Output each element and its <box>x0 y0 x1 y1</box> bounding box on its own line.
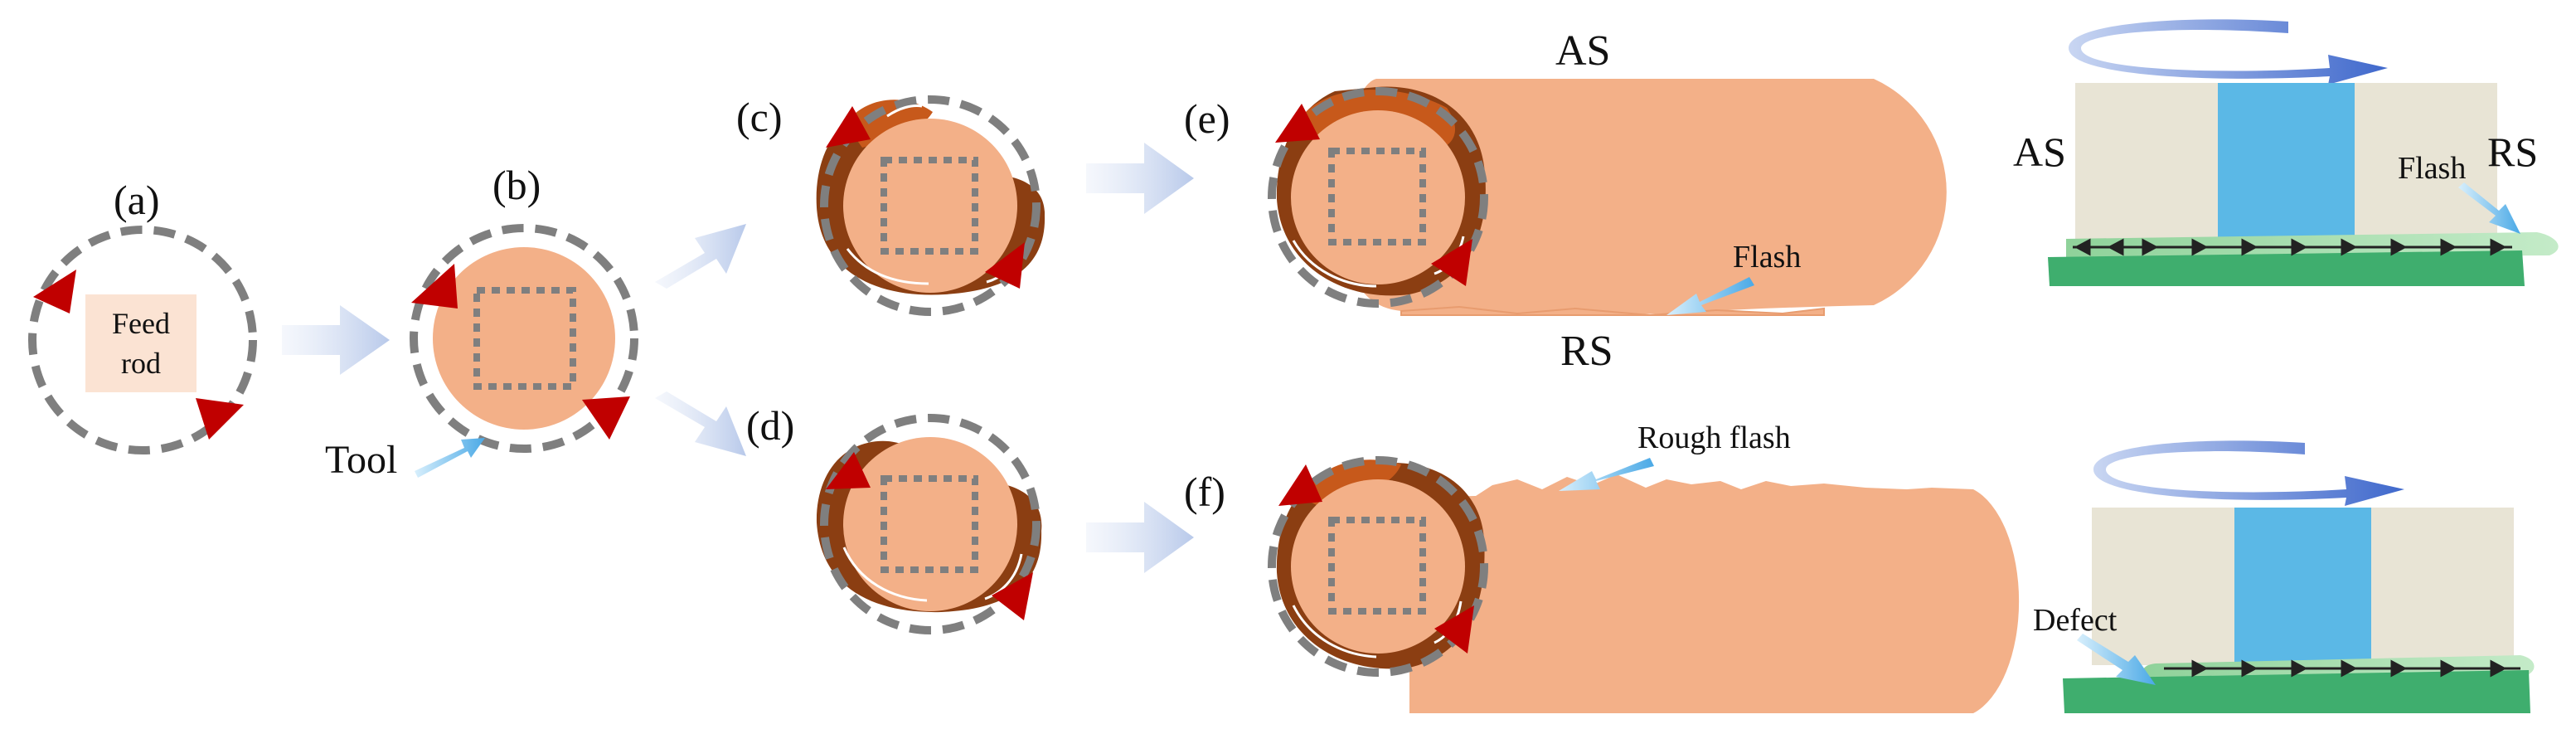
rotation-arrow <box>2069 19 2388 85</box>
side-block-rs <box>2355 83 2497 241</box>
panel-d: (d) <box>746 402 1042 634</box>
panel-label-d: (d) <box>746 402 794 449</box>
side-view-defect: Defect <box>2033 440 2535 713</box>
red-marker <box>992 572 1033 620</box>
defect-callout-arrow <box>2077 634 2156 685</box>
process-arrow <box>655 224 746 289</box>
side-block-as <box>2075 83 2218 241</box>
defect-label: Defect <box>2033 603 2118 638</box>
flow-arrow <box>984 553 1023 600</box>
flow-direction-arrows <box>2073 238 2512 256</box>
process-arrow <box>1086 502 1194 573</box>
advancing-side-label: AS <box>1555 27 1610 75</box>
feed-rod <box>843 437 1017 611</box>
dashed-tool-ring <box>410 224 638 453</box>
panel-a: (a) Feed rod <box>28 177 257 454</box>
panel-f: (f) Rough flash <box>1184 420 2020 713</box>
red-marker <box>582 396 630 440</box>
side-rs-label: RS <box>2487 129 2538 175</box>
red-marker <box>411 264 458 309</box>
side-as-label: AS <box>2013 129 2066 175</box>
red-marker <box>33 270 76 313</box>
red-marker <box>1275 104 1320 143</box>
feed-rod-label-line2: rod <box>121 347 161 380</box>
tool-callout-arrow <box>415 438 485 478</box>
square-pin <box>1328 517 1426 615</box>
flash-callout-arrow <box>1666 277 1754 315</box>
blue-tool <box>2234 508 2371 665</box>
panel-label-b: (b) <box>492 162 541 208</box>
square-pin <box>1328 148 1426 245</box>
panel-e: (e) AS Flash RS <box>1184 27 1947 375</box>
deposited-layer-rough <box>1409 474 2020 713</box>
process-arrow <box>1086 143 1194 214</box>
blue-tool <box>2218 83 2355 241</box>
deposited-layer <box>1343 79 1947 315</box>
red-marker <box>826 106 871 148</box>
red-marker <box>985 242 1025 289</box>
panel-label-f: (f) <box>1184 469 1225 515</box>
substrate <box>2063 670 2530 713</box>
side-flash-label: Flash <box>2398 151 2466 186</box>
red-marker <box>1434 605 1474 654</box>
flow-arrow <box>886 104 923 118</box>
panel-label-c: (c) <box>736 94 783 140</box>
feed-rod-label-line1: Feed <box>112 307 170 340</box>
flash-callout-arrow <box>2458 182 2520 234</box>
process-arrow <box>282 305 390 375</box>
flow-arrow <box>842 547 928 602</box>
square-pin <box>880 475 978 573</box>
rough-flash-label: Rough flash <box>1637 420 1791 455</box>
feed-rod <box>843 119 1017 293</box>
red-marker <box>1431 239 1472 286</box>
red-marker <box>826 452 871 489</box>
flow-arrow <box>1292 605 1377 659</box>
dashed-tool-ring <box>1268 87 1488 308</box>
side-block-rs <box>2371 508 2514 665</box>
rotation-arrow <box>2093 440 2404 506</box>
side-view-flash: AS RS Flash <box>2013 19 2559 286</box>
flash-label: Flash <box>1733 240 1801 275</box>
process-arrow <box>655 391 746 456</box>
red-marker <box>1278 464 1322 506</box>
flash-edge <box>1400 305 1825 317</box>
tool-label: Tool <box>325 438 397 482</box>
side-block-as <box>2092 508 2234 665</box>
panel-c: (c) <box>736 94 1045 316</box>
flow-direction-arrows <box>2164 659 2520 678</box>
panel-label-a: (a) <box>114 177 160 223</box>
panel-label-e: (e) <box>1184 95 1230 142</box>
red-marker <box>196 398 244 440</box>
retreating-side-label: RS <box>1560 328 1613 375</box>
dashed-tool-ring <box>820 414 1041 634</box>
flow-arrow <box>846 248 929 285</box>
square-pin <box>473 287 576 390</box>
flow-arrow <box>1292 240 1377 288</box>
feed-rod-box <box>85 294 196 392</box>
dashed-tool-ring <box>1268 456 1488 677</box>
dashed-tool-ring <box>820 95 1041 316</box>
substrate <box>2048 250 2525 286</box>
square-pin <box>880 157 978 255</box>
panel-b: (b) Tool <box>325 162 638 482</box>
rough-flash-callout-arrow <box>1559 458 1654 491</box>
dashed-tool-ring <box>28 226 257 454</box>
